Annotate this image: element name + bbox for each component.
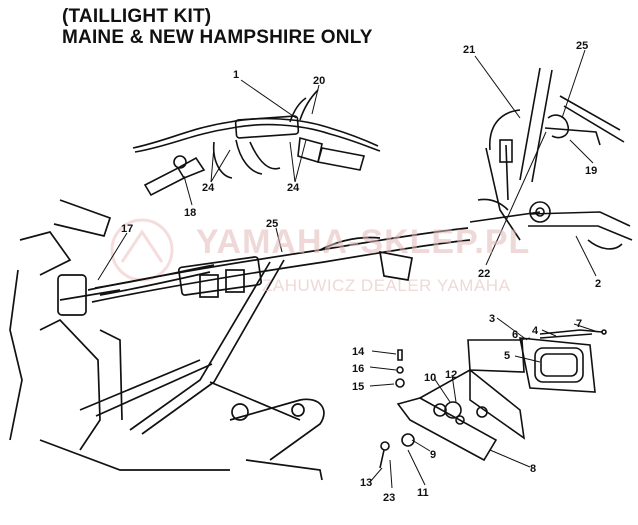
- callout-labels: 1 20 24 24 18 21 25 19 22 2 25 17 3 6 4 …: [121, 40, 601, 504]
- callout-20: 20: [313, 75, 325, 87]
- watermark-brand: YAMAHA-SKLEP.PL: [196, 223, 531, 261]
- callout-3: 3: [489, 313, 495, 325]
- diagram-title-line-2: MAINE & NEW HAMPSHIRE ONLY: [62, 27, 373, 48]
- callout-13: 13: [360, 477, 372, 489]
- taillight-exploded-view: [379, 329, 607, 469]
- callout-10: 10: [424, 372, 436, 384]
- frame-inset-right: [469, 67, 633, 250]
- callout-14: 14: [352, 346, 365, 358]
- callout-7: 7: [576, 318, 582, 330]
- callout-9: 9: [430, 449, 436, 461]
- callout-16: 16: [352, 363, 364, 375]
- handlebar-assembly: [132, 89, 381, 197]
- watermark-subtitle: ZAHUWICZ DEALER YAMAHA: [262, 276, 511, 295]
- callout-24-left: 24: [202, 182, 215, 194]
- callout-4: 4: [532, 325, 539, 337]
- callout-21: 21: [463, 44, 475, 56]
- diagram-title-line-1: (TAILLIGHT KIT): [62, 6, 212, 27]
- callout-12: 12: [445, 369, 457, 381]
- main-frame-assembly: [9, 199, 471, 481]
- callout-22: 22: [478, 268, 490, 280]
- callout-8: 8: [530, 463, 536, 475]
- callout-23: 23: [383, 492, 395, 504]
- callout-24-right: 24: [287, 182, 300, 194]
- callout-5: 5: [504, 350, 510, 362]
- callout-19: 19: [585, 165, 597, 177]
- callout-25-frame: 25: [266, 218, 278, 230]
- callout-11: 11: [417, 487, 429, 499]
- leader-lines: [97, 49, 599, 489]
- callout-15: 15: [352, 381, 364, 393]
- callout-25-inset: 25: [576, 40, 588, 52]
- callout-17: 17: [121, 223, 133, 235]
- callout-2: 2: [595, 278, 601, 290]
- callout-18: 18: [184, 207, 196, 219]
- callout-1: 1: [233, 69, 239, 81]
- callout-6-upper: 6: [512, 329, 518, 341]
